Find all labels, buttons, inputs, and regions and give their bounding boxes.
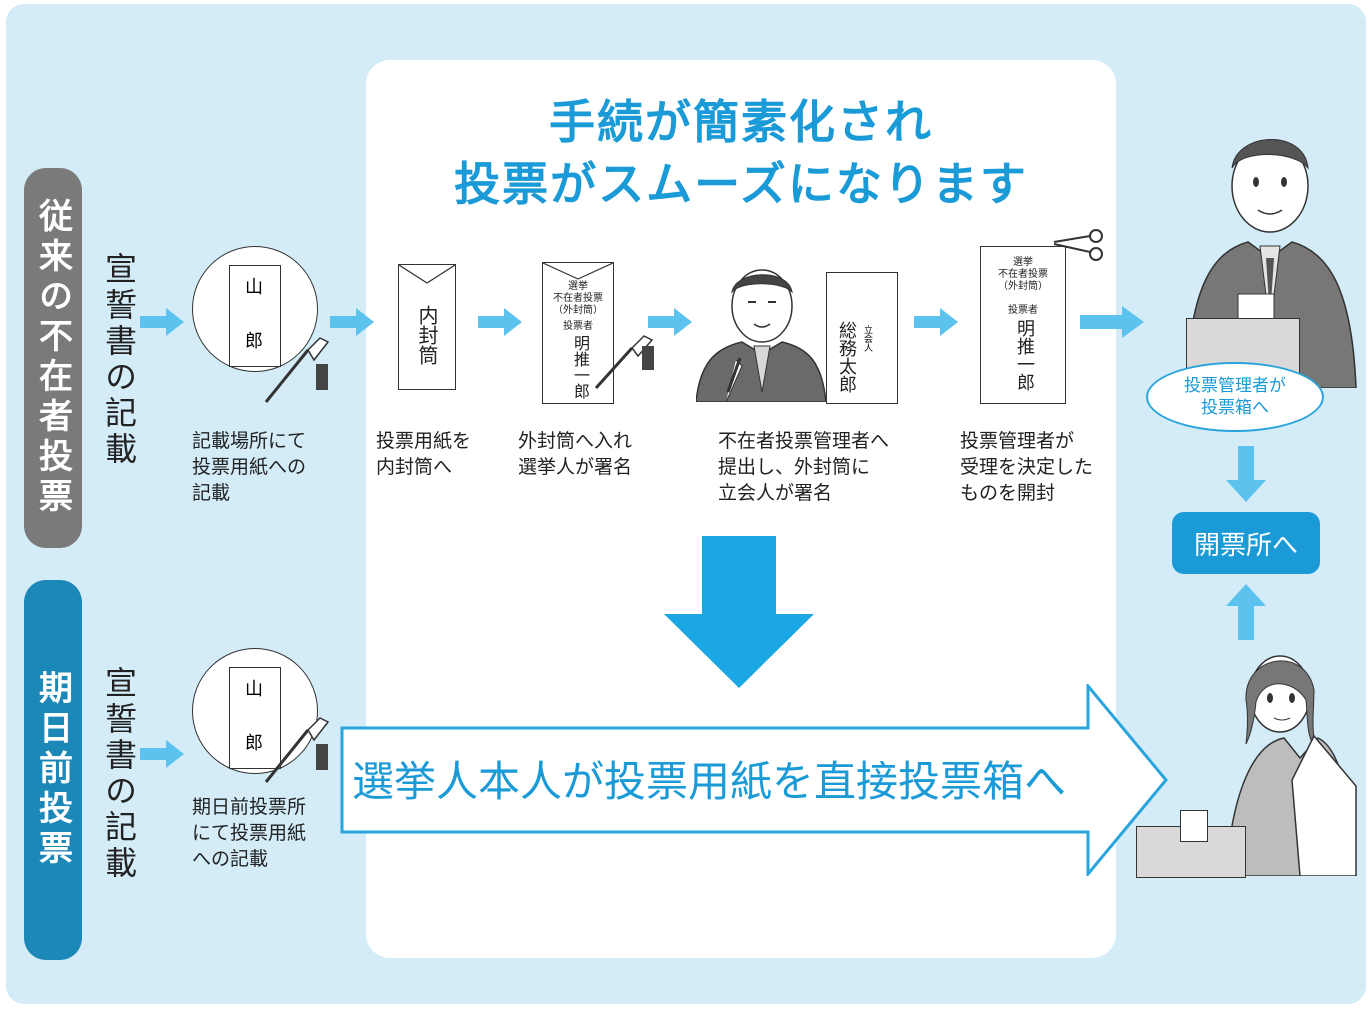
witness-envelope: 総務太郎 立会人 (826, 272, 898, 404)
counting-station-badge: 開票所へ (1172, 512, 1320, 574)
woman-voter-icon (1210, 640, 1360, 880)
caption-step-3: 外封筒へ入れ 選挙人が署名 (518, 430, 633, 478)
early-voting-label: 期日前投票 (24, 580, 82, 960)
title-line-1: 手続が簡素化され (549, 95, 933, 149)
arrow-right-icon (140, 308, 184, 340)
pen-icon (262, 330, 332, 414)
arrow-right-icon (648, 308, 692, 340)
arrow-down-icon (1226, 446, 1266, 506)
declaration-text-early: 宣誓書の記載 (100, 666, 138, 882)
ballot-paper-circle: 山 郎 (192, 648, 318, 774)
ballot-paper-icon (1180, 810, 1208, 842)
big-arrow-right (340, 681, 1170, 880)
declaration-text-conventional: 宣誓書の記載 (100, 252, 138, 468)
arrow-right-icon (1080, 306, 1144, 342)
title-line-2: 投票がスムーズになります (454, 157, 1028, 211)
manager-oval: 投票管理者が 投票箱へ (1146, 362, 1324, 432)
conventional-label: 従来の不在者投票 (24, 168, 82, 548)
scissors-icon (1050, 228, 1106, 266)
pen-icon (592, 326, 662, 400)
arrow-right-icon (330, 308, 374, 340)
inner-envelope: 内封筒 (398, 264, 456, 390)
opened-envelope: 選挙 不在者投票 （外封筒） 投票者 明推一郎 (980, 246, 1066, 404)
manager-person-icon (695, 262, 827, 406)
arrow-up-icon (1226, 584, 1266, 644)
ballot-paper-circle: 山 郎 (192, 246, 318, 372)
caption-early: 期日前投票所 にて投票用紙 への記載 (192, 796, 307, 870)
big-arrow-down-icon (664, 536, 814, 692)
big-arrow-text: 選挙人本人が投票用紙を直接投票箱へ (352, 757, 1067, 806)
caption-step-4: 不在者投票管理者へ 提出し、外封筒に 立会人が署名 (718, 430, 890, 504)
caption-step-2: 投票用紙を 内封筒へ (376, 430, 472, 478)
arrow-right-icon (478, 308, 522, 340)
arrow-right-icon (140, 740, 184, 772)
caption-step-5: 投票管理者が 受理を決定した ものを開封 (960, 430, 1094, 504)
pen-icon (262, 710, 332, 794)
arrow-right-icon (914, 308, 958, 340)
caption-step-1: 記載場所にて 投票用紙への 記載 (192, 430, 307, 504)
